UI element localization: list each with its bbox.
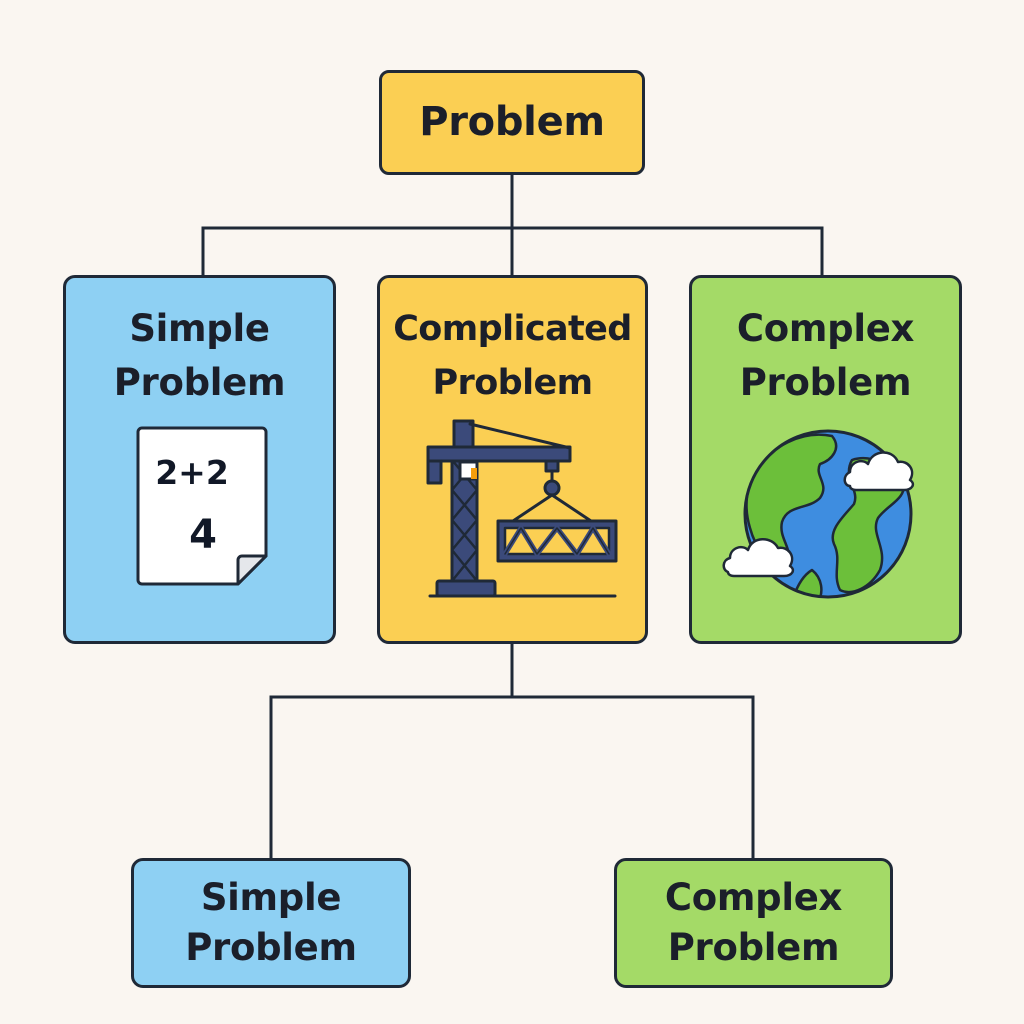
worksheet-equation: 2+2 [155, 453, 229, 492]
worksheet-icon: 2+2 4 [136, 426, 268, 586]
card-simple-problem: Simple Problem 2+2 4 [63, 275, 336, 644]
card-complicated-problem: Complicated Problem [377, 275, 648, 644]
card-complicated-title-line2: Problem [432, 363, 593, 403]
subnode-simple-problem: Simple Problem [131, 858, 411, 988]
subnode-complex-problem: Complex Problem [614, 858, 893, 988]
card-simple-title-line1: Simple [129, 307, 270, 350]
connector-complicated-to-subchildren [269, 642, 755, 860]
card-simple-title-line2: Problem [113, 361, 286, 404]
subnode-complex-line2: Problem [667, 926, 840, 969]
globe-icon [722, 429, 915, 599]
cloud-icon [722, 538, 795, 578]
crane-icon [426, 419, 618, 598]
connector-root-to-children [201, 173, 824, 277]
card-simple-title: Simple Problem [66, 302, 333, 410]
cloud-icon [843, 451, 915, 492]
card-complex-problem: Complex Problem [689, 275, 962, 644]
card-complicated-title: Complicated Problem [380, 302, 645, 410]
card-complicated-title-line1: Complicated [393, 309, 632, 349]
card-complex-title-line2: Problem [739, 361, 912, 404]
subnode-simple-line2: Problem [185, 926, 357, 969]
card-complex-title-line1: Complex [736, 307, 915, 350]
root-node-label: Problem [419, 98, 605, 145]
subnode-simple-line1: Simple [200, 876, 342, 919]
root-node-problem: Problem [379, 70, 645, 175]
card-complex-title: Complex Problem [692, 302, 959, 410]
worksheet-answer: 4 [189, 512, 217, 558]
subnode-complex-line1: Complex [664, 876, 843, 919]
